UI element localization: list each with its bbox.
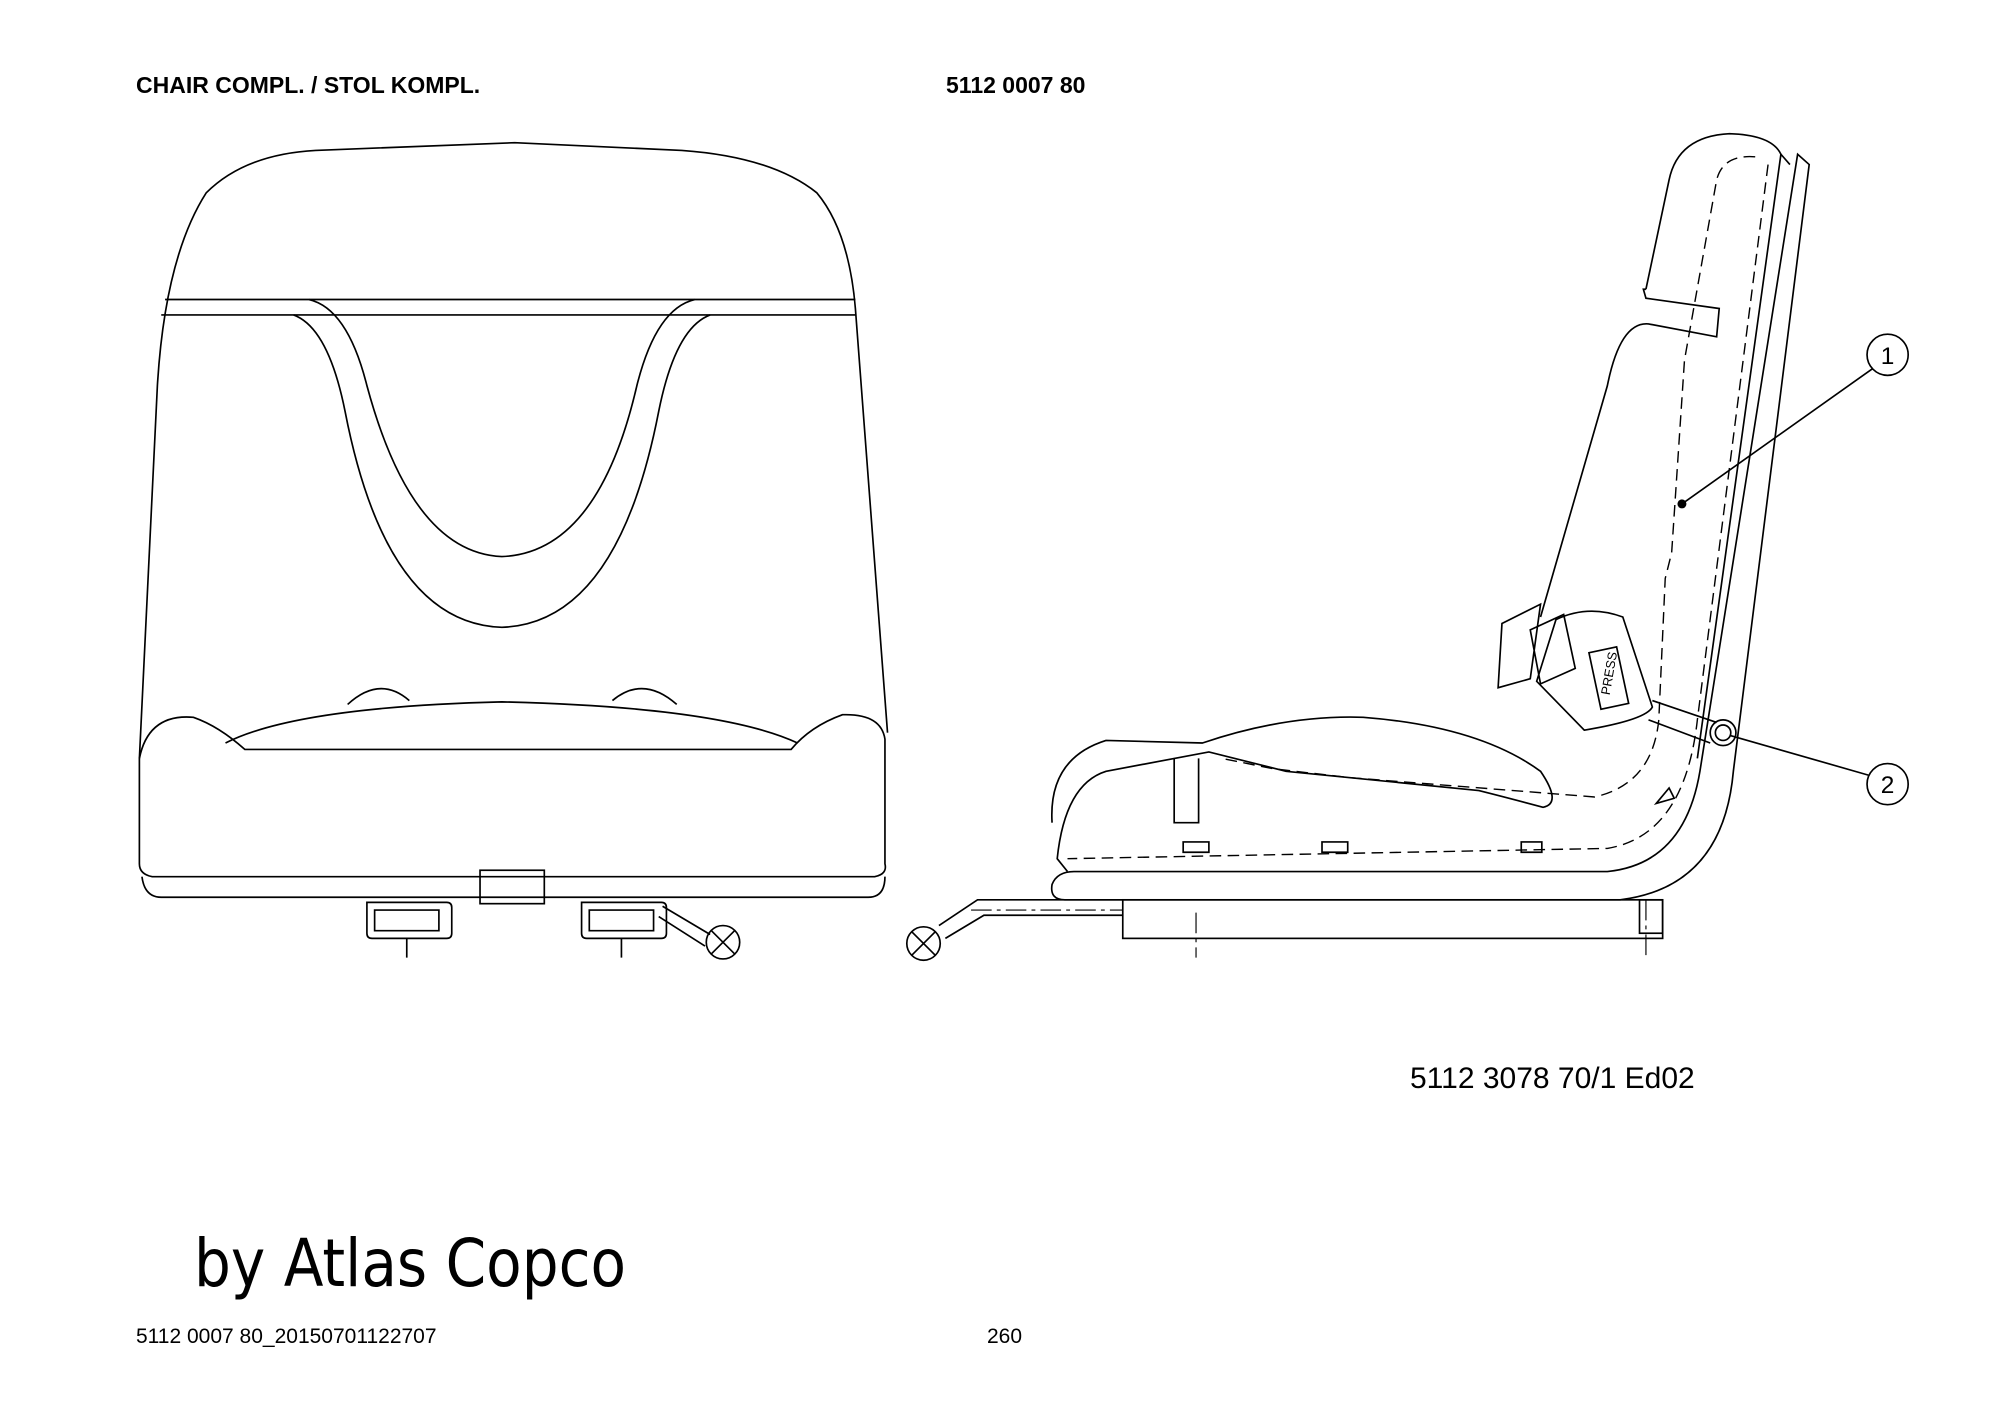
footer-document-id: 5112 0007 80_20150701122707 [136, 1325, 437, 1348]
buckle-press-label: PRESS [1598, 651, 1620, 696]
chair-front-view [138, 141, 889, 960]
callout-2: 2 [1729, 734, 1910, 806]
document-title: CHAIR COMPL. / STOL KOMPL. [136, 72, 481, 98]
drawing-number: 5112 3078 70/1 Ed02 [1410, 1062, 1695, 1095]
callout-1: 1 [1677, 333, 1910, 509]
page-number: 260 [987, 1325, 1023, 1348]
callout-1-label: 1 [1881, 343, 1895, 370]
brand-text: by Atlas Copco [194, 1225, 627, 1302]
part-number: 5112 0007 80 [946, 72, 1086, 98]
callout-2-label: 2 [1881, 772, 1895, 799]
chair-side-view: PRESS [905, 132, 1811, 962]
